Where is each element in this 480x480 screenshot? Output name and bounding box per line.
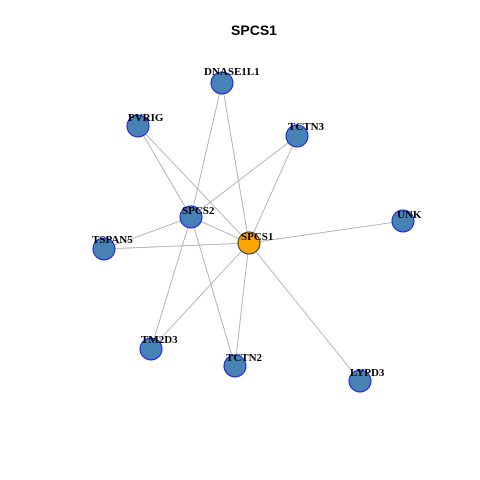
edge-spcs1-tctn3 <box>248 135 298 244</box>
node-lypd3: LYPD3 <box>348 367 385 393</box>
edge-spcs1-tspan5 <box>103 242 250 250</box>
node-dnase1l1: DNASE1L1 <box>204 66 260 95</box>
edge-spcs2-tm2d3 <box>150 216 192 350</box>
node-tctn2: TCTN2 <box>223 352 263 378</box>
node-label-tm2d3: TM2D3 <box>141 334 178 346</box>
edge-spcs2-tspan5 <box>103 216 192 250</box>
edge-spcs2-dnase1l1 <box>190 82 223 218</box>
node-spcs1: SPCS1 <box>237 231 273 255</box>
edge-spcs1-unk <box>248 220 404 244</box>
node-label-pvrig: PVRIG <box>128 112 164 124</box>
node-tm2d3: TM2D3 <box>139 334 178 361</box>
diagram-title: SPCS1 <box>231 22 277 38</box>
edge-spcs2-tctn3 <box>190 135 298 218</box>
node-label-lypd3: LYPD3 <box>350 367 385 379</box>
node-label-spcs1: SPCS1 <box>241 231 273 243</box>
node-circle-spcs2 <box>179 205 203 229</box>
edge-spcs1-lypd3 <box>248 242 361 382</box>
node-tspan5: TSPAN5 <box>92 234 133 261</box>
node-label-dnase1l1: DNASE1L1 <box>204 66 260 78</box>
node-circle-spcs1 <box>237 231 261 255</box>
node-circle-tctn3 <box>285 124 309 148</box>
node-spcs2: SPCS2 <box>179 205 215 229</box>
node-circle-tctn2 <box>223 354 247 378</box>
node-circle-lypd3 <box>348 369 372 393</box>
edge-spcs2-pvrig <box>137 125 192 218</box>
node-unk: UNK <box>391 209 422 233</box>
edge-spcs1-pvrig <box>137 125 250 244</box>
edge-spcs1-tctn2 <box>234 242 250 367</box>
node-label-tctn2: TCTN2 <box>226 352 263 364</box>
edge-spcs2-tctn2 <box>190 216 236 367</box>
node-label-tspan5: TSPAN5 <box>92 234 133 246</box>
node-circle-tspan5 <box>92 237 116 261</box>
node-tctn3: TCTN3 <box>285 121 325 148</box>
node-circle-unk <box>391 209 415 233</box>
node-label-spcs2: SPCS2 <box>182 205 215 217</box>
node-label-tctn3: TCTN3 <box>288 121 325 133</box>
node-circle-tm2d3 <box>139 337 163 361</box>
node-circle-pvrig <box>126 114 150 138</box>
node-circle-dnase1l1 <box>210 71 234 95</box>
edge-spcs1-tm2d3 <box>150 242 250 350</box>
node-pvrig: PVRIG <box>126 112 164 138</box>
edge-spcs1-dnase1l1 <box>221 82 250 244</box>
node-label-unk: UNK <box>397 209 422 221</box>
edge-layer <box>103 82 404 382</box>
